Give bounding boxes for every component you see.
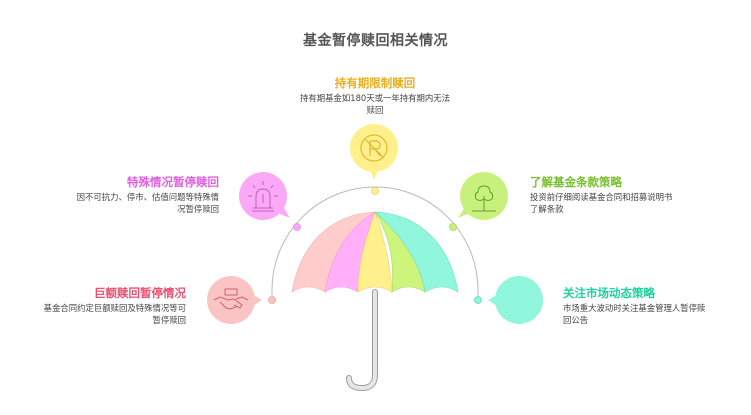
bubble-large-redemption bbox=[207, 276, 262, 324]
desc-line: 投资前仔细阅读基金合同和招募说明书 bbox=[530, 192, 673, 202]
desc-market-dynamics: 市场重大波动时关注基金管理人暂停赎 回公告 bbox=[563, 302, 733, 326]
desc-line: 况暂停赎回 bbox=[177, 204, 219, 214]
handshake-icon bbox=[213, 288, 249, 310]
desc-line: 持有期基金如180天或一年持有期内无法 bbox=[300, 93, 450, 103]
desc-line: 暂停赎回 bbox=[152, 315, 187, 325]
desc-line: 了解条款 bbox=[530, 204, 564, 214]
bubble-special-situation bbox=[239, 172, 290, 220]
tree-icon bbox=[472, 185, 496, 212]
heading-large-redemption: 巨额赎回暂停情况 bbox=[94, 286, 186, 300]
heading-market-dynamics: 关注市场动态策略 bbox=[563, 286, 655, 300]
desc-line: 赎回 bbox=[366, 105, 384, 115]
desc-holding-period: 持有期基金如180天或一年持有期内无法 赎回 bbox=[275, 92, 475, 116]
bubble-fund-terms bbox=[458, 172, 508, 220]
desc-large-redemption: 基金合同约定巨额赎回及特殊情况等可 暂停赎回 bbox=[30, 302, 186, 326]
dot-fund-terms bbox=[449, 223, 457, 231]
heading-special-situation: 特殊情况暂停赎回 bbox=[127, 175, 219, 189]
umbrella-canopy bbox=[291, 211, 459, 293]
diagram-title: 基金暂停赎回相关情况 bbox=[303, 33, 448, 49]
desc-line: 因不可抗力、停市、估值问题等特殊情 bbox=[76, 192, 219, 202]
umbrella-handle bbox=[346, 289, 378, 392]
dot-large-redemption bbox=[268, 296, 276, 304]
alarm-siren-icon bbox=[248, 181, 278, 212]
desc-special-situation: 因不可抗力、停市、估值问题等特殊情 况暂停赎回 bbox=[60, 191, 219, 215]
heading-fund-terms: 了解基金条款策略 bbox=[530, 175, 622, 189]
bubble-holding-period bbox=[350, 124, 398, 180]
dot-special-situation bbox=[293, 223, 301, 231]
no-parking-r-icon bbox=[360, 134, 388, 162]
desc-line: 回公告 bbox=[563, 315, 589, 325]
connector-arc bbox=[271, 186, 479, 300]
dot-market-dynamics bbox=[474, 296, 482, 304]
dot-holding-period bbox=[371, 187, 379, 195]
desc-fund-terms: 投资前仔细阅读基金合同和招募说明书 了解条款 bbox=[530, 191, 700, 215]
heading-holding-period: 持有期限制赎回 bbox=[334, 76, 416, 90]
desc-line: 基金合同约定巨额赎回及特殊情况等可 bbox=[43, 303, 186, 313]
bubble-market-dynamics bbox=[488, 276, 543, 324]
desc-line: 市场重大波动时关注基金管理人暂停赎 bbox=[563, 303, 706, 313]
